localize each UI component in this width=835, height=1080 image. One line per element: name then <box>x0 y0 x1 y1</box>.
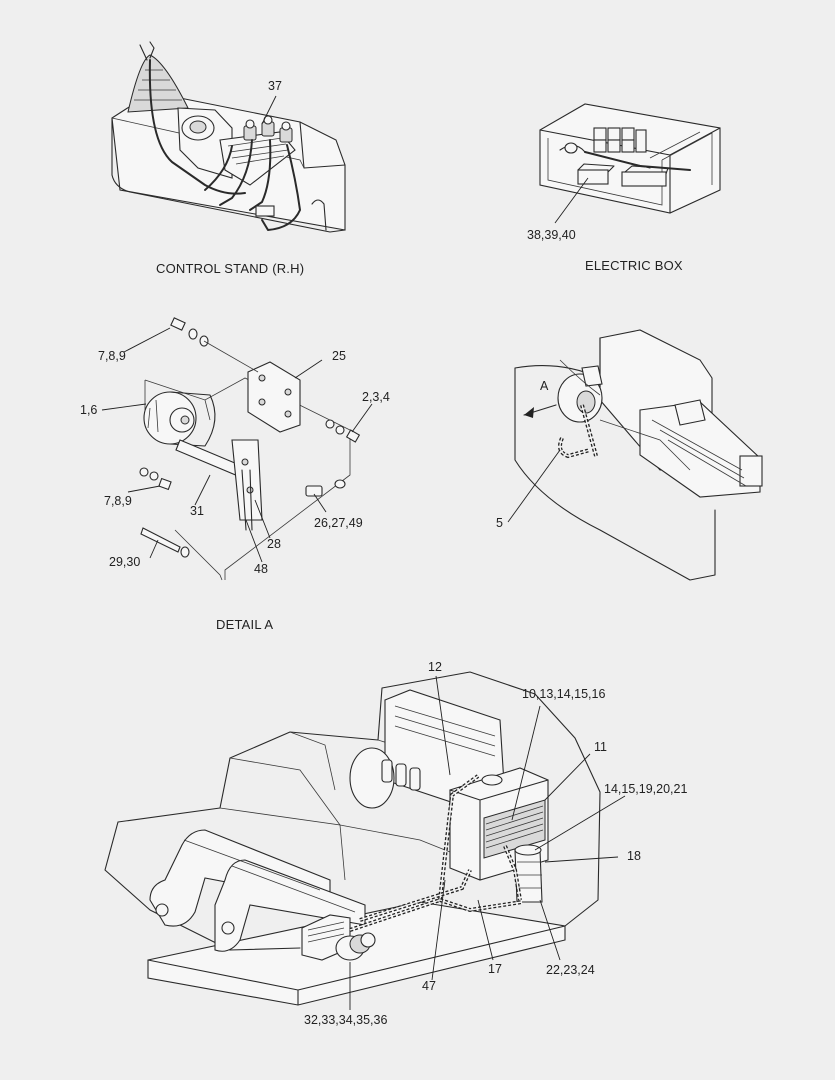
callout-10-13-14-15-16: 10,13,14,15,16 <box>522 687 605 701</box>
callout-22-23-24: 22,23,24 <box>546 963 595 977</box>
engine-view-drawing <box>507 329 763 581</box>
callout-7-8-9-bottom: 7,8,9 <box>104 494 132 508</box>
callout-32-33-34-35-36: 32,33,34,35,36 <box>304 1013 387 1027</box>
callout-31: 31 <box>190 504 204 518</box>
electric-box-drawing <box>539 103 721 224</box>
callout-1-6: 1,6 <box>80 403 97 417</box>
callout-5: 5 <box>496 516 503 530</box>
callout-11: 11 <box>594 740 607 754</box>
callout-2-3-4: 2,3,4 <box>362 390 390 404</box>
callout-47: 47 <box>422 979 436 993</box>
callout-7-8-9-top: 7,8,9 <box>98 349 126 363</box>
callout-37: 37 <box>268 79 282 93</box>
control-stand-drawing <box>111 41 346 233</box>
machine-overview-drawing <box>104 671 626 1010</box>
callout-18: 18 <box>627 849 641 863</box>
detail-a-drawing <box>101 317 373 581</box>
caption-electric-box: ELECTRIC BOX <box>585 258 683 273</box>
callout-26-27-49: 26,27,49 <box>314 516 363 530</box>
view-marker-a: A <box>540 379 549 393</box>
callout-48: 48 <box>254 562 268 576</box>
callout-38-39-40: 38,39,40 <box>527 228 576 242</box>
callout-29-30: 29,30 <box>109 555 140 569</box>
callout-12: 12 <box>428 660 442 674</box>
caption-control-stand: CONTROL STAND (R.H) <box>156 261 304 276</box>
callout-14-15-19-20-21: 14,15,19,20,21 <box>604 782 687 796</box>
callout-25: 25 <box>332 349 346 363</box>
caption-detail-a: DETAIL A <box>216 617 273 632</box>
callout-17: 17 <box>488 962 502 976</box>
callout-28: 28 <box>267 537 281 551</box>
